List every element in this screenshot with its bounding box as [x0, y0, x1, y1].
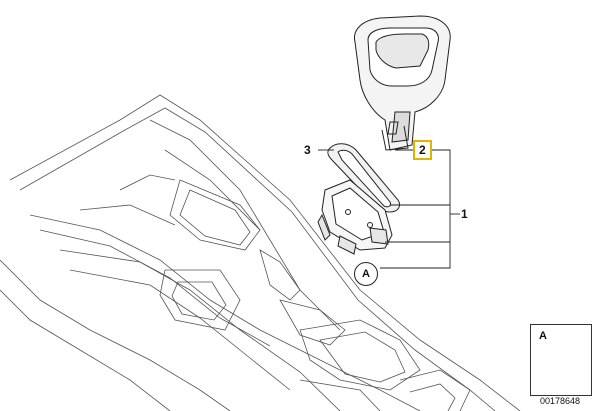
center-console-drawing	[0, 94, 521, 411]
callout-part-1: 1	[461, 207, 468, 221]
trim-ring-part-3	[327, 143, 401, 213]
gear-knob-part-2	[353, 15, 451, 151]
legend-letter: A	[539, 330, 547, 342]
callout-detail-a: A	[354, 262, 378, 286]
bracket-assembly	[317, 179, 393, 255]
document-number: 00178648	[540, 396, 581, 406]
callout-part-3: 3	[304, 143, 311, 157]
leader-lines	[318, 149, 460, 269]
legend-box: A	[530, 324, 592, 396]
callout-part-2: 2	[413, 140, 432, 160]
